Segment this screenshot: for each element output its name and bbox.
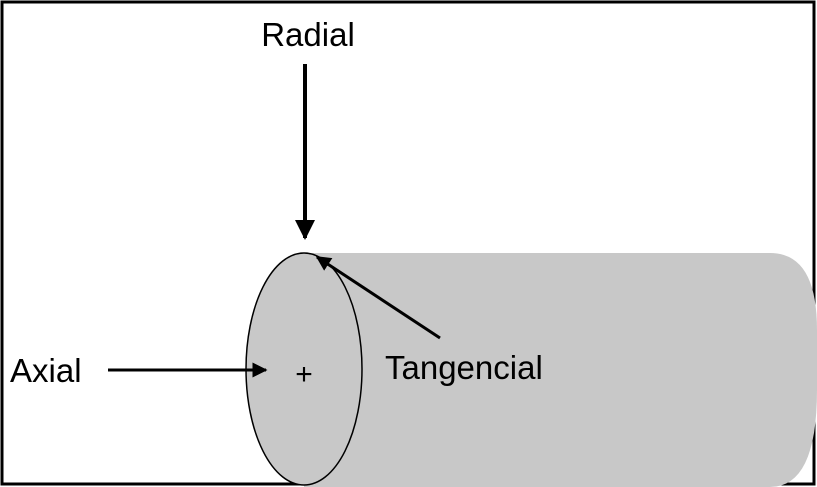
- radial-label: Radial: [261, 16, 355, 53]
- tangencial-label: Tangencial: [385, 349, 543, 386]
- tangencial-arrow: [315, 255, 441, 340]
- center-mark: +: [295, 358, 313, 391]
- axial-label: Axial: [10, 352, 82, 389]
- cylinder-body: [304, 253, 817, 487]
